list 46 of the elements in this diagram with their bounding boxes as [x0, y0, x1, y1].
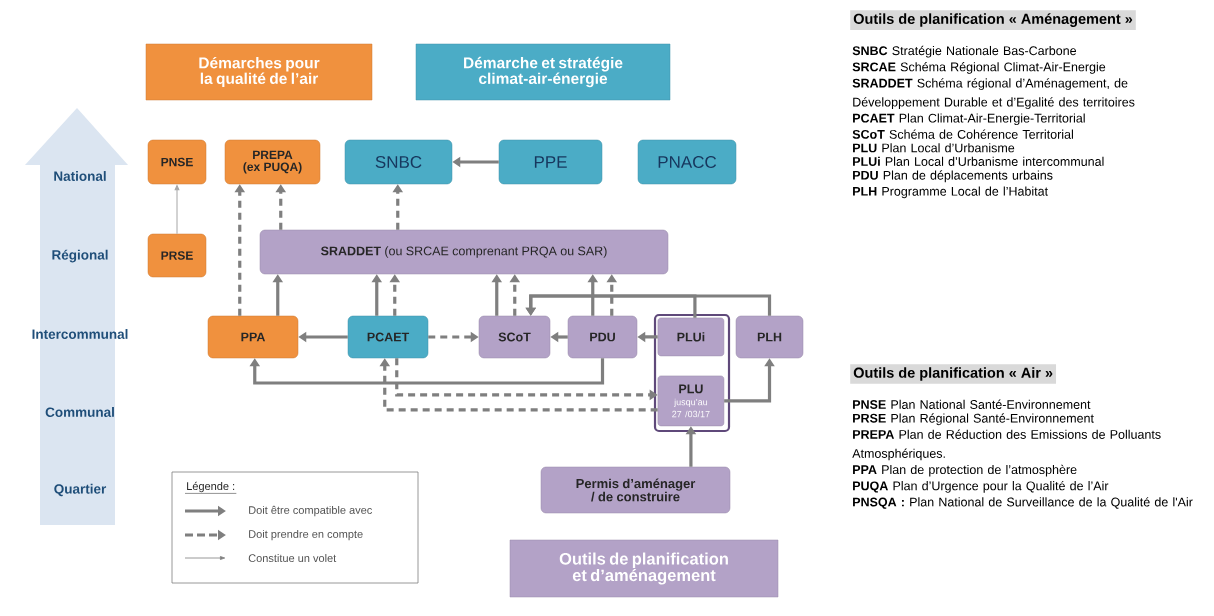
definition-text: PNSQA : Plan National de Surveillance de la Qualité de l'Air — [853, 497, 1193, 509]
level-label: Quartier — [54, 483, 107, 497]
definition-text: PLU Plan Local d’Urbanisme — [853, 143, 1015, 153]
definition-text: PRSE Plan Régional Santé-Environnement — [853, 413, 1094, 426]
legend-text: Doit être compatible avec — [249, 505, 372, 517]
definition-text: PCAET Plan Climat-Air-Energie-Territorial — [853, 113, 1085, 126]
section-heading: Outils de planification « Aménagement » — [850, 10, 1136, 30]
definition-text: SRCAE Schéma Régional Climat-Air-Energie — [852, 62, 1106, 74]
plan-box: SRADDET (ou SRCAE comprenant PRQA ou SAR) — [259, 229, 669, 275]
level-label: Intercommunal — [32, 329, 128, 339]
heading-box: Démarche et stratégie climat-air-énergie — [415, 43, 671, 101]
section-heading: Outils de planification « Air » — [850, 364, 1057, 384]
definition-text: PDU Plan de déplacements urbains — [853, 170, 1053, 183]
level-label: Communal — [45, 407, 114, 417]
arrow — [249, 358, 605, 385]
plan-box: PRSE — [147, 233, 207, 278]
plan-box: PPA — [207, 315, 299, 359]
level-label: National — [54, 171, 106, 181]
definition-text: PNSE Plan National Santé-Environnement — [853, 399, 1091, 409]
legend-title: Légende : — [184, 481, 237, 494]
level-label: Régional — [52, 249, 108, 263]
definition-text: PREPA Plan de Réduction des Emissions de Polluants Atmosphériques. — [852, 429, 1161, 461]
definition-text: SCoT Schéma de Cohérence Territorial — [852, 129, 1073, 139]
definition-text: PPA Plan de protection de l’atmosphère — [853, 464, 1077, 477]
plan-box: PLH — [735, 315, 804, 359]
plan-box: PNACC — [637, 139, 737, 185]
heading-box: Démarches pour la qualité de l’air — [145, 43, 373, 101]
plan-box: PREPA (ex PUQA) — [224, 139, 321, 185]
plan-box: PDU — [567, 315, 638, 359]
plan-box: PNSE — [147, 139, 207, 185]
definition-text: SRADDET Schéma régional d’Aménagement, de Développement Durable et d’Egalité des territoires — [852, 78, 1135, 109]
plan-box: SCoT — [478, 315, 551, 359]
category-band: Outils de planification et d’aménagement — [509, 539, 779, 598]
plan-box: PLUi — [657, 317, 725, 357]
plan-box: PPE — [498, 139, 603, 185]
arrow — [174, 185, 180, 235]
definition-text: SNBC Stratégie Nationale Bas-Carbone — [852, 45, 1077, 58]
plan-box: PCAET — [347, 315, 429, 359]
plan-box: SNBC — [344, 139, 453, 185]
definition-text: PLH Programme Local de l’Habitat — [853, 186, 1048, 199]
definition-text: PUQA Plan d’Urgence pour la Qualité de l’Air — [853, 480, 1109, 493]
legend-text: Constitue un volet — [248, 553, 337, 563]
plan-box: Permis d’aménager / de construire — [540, 466, 731, 514]
plan-box: PLU jusqu’au 27 /03/17 — [657, 375, 725, 427]
definition-text: PLUi Plan Local d’Urbanisme intercommunal — [853, 156, 1104, 166]
legend-text: Doit prendre en compte — [249, 529, 363, 541]
